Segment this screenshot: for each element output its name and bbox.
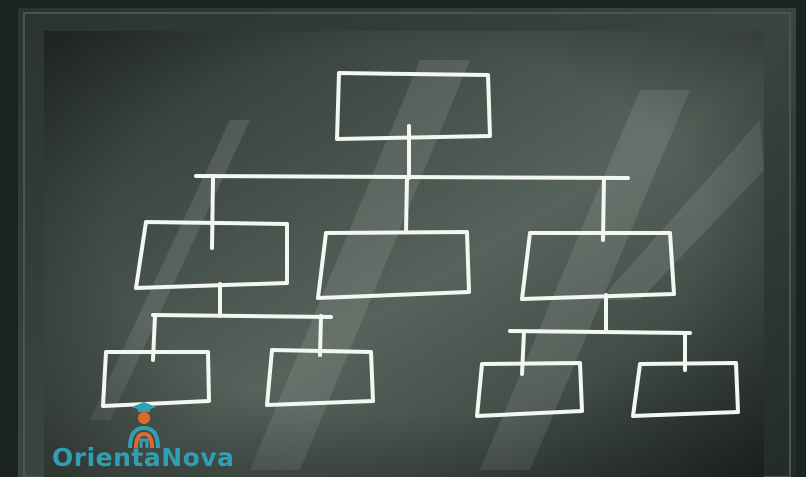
chart-node-right-a bbox=[475, 361, 584, 418]
chart-drop-left-b bbox=[318, 314, 323, 357]
chart-drop-center bbox=[404, 176, 409, 234]
chart-node-root bbox=[335, 71, 492, 141]
brand-logo: OrientaNova bbox=[52, 402, 242, 474]
chart-drop-right-a bbox=[520, 330, 526, 376]
chart-level2-bar-left bbox=[151, 313, 333, 319]
chart-node-right bbox=[520, 231, 676, 301]
org-chart bbox=[101, 71, 740, 418]
logo-text: OrientaNova bbox=[52, 443, 235, 472]
chart-node-left-a bbox=[101, 350, 211, 408]
frame-highlight bbox=[23, 12, 791, 477]
chart-node-left-b bbox=[265, 348, 375, 407]
chart-node-center bbox=[316, 230, 471, 300]
chart-level1-bar bbox=[194, 174, 630, 180]
chart-node-left bbox=[134, 220, 289, 290]
chart-drop-left bbox=[210, 176, 215, 250]
chart-drop-right bbox=[601, 176, 606, 242]
chart-node-right-b bbox=[631, 361, 740, 418]
chart-level2-bar-right bbox=[508, 329, 692, 335]
graduate-figure-icon bbox=[128, 402, 160, 449]
